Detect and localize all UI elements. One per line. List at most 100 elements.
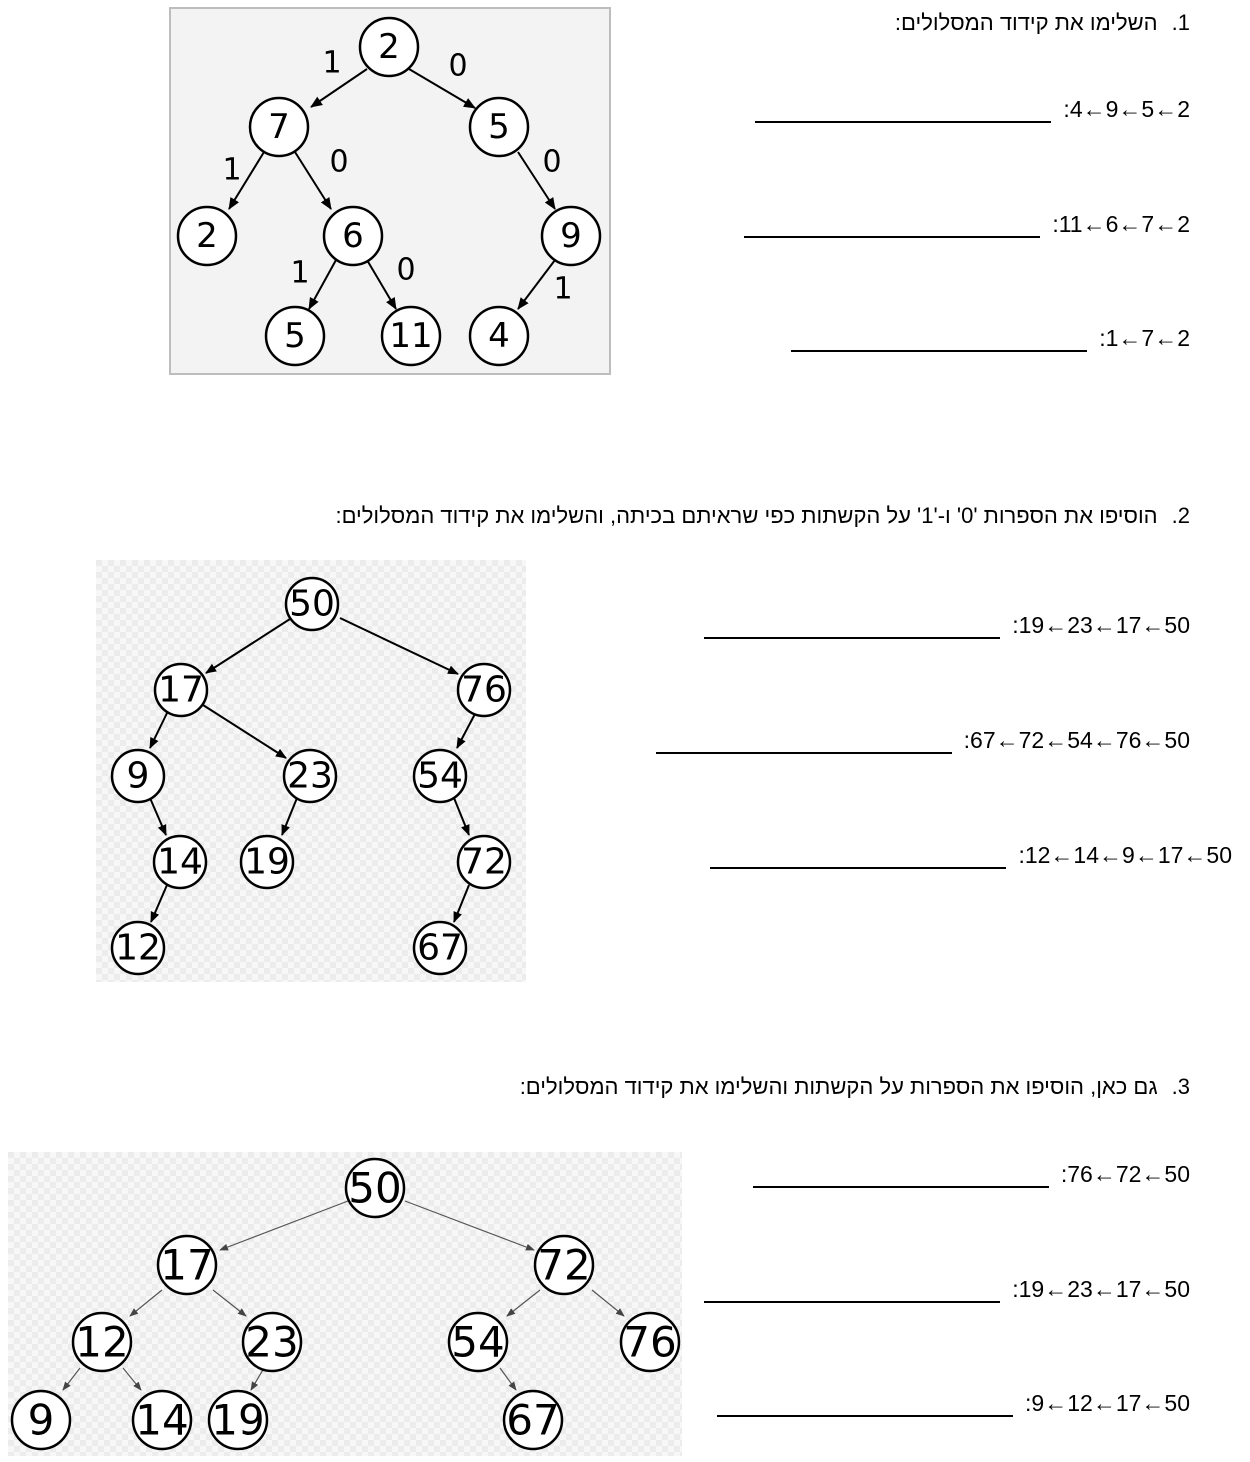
question-2-number: 2.: [1171, 503, 1190, 528]
edge-label: 0: [396, 253, 415, 288]
svg-text:67: 67: [506, 1396, 559, 1445]
svg-text:9: 9: [560, 216, 582, 256]
tree-node: 54: [412, 748, 468, 804]
tree-node: 72: [456, 834, 512, 890]
tree-node: 67: [412, 920, 468, 976]
tree-edge: [517, 259, 556, 310]
svg-text:9: 9: [28, 1396, 55, 1445]
tree-node: 50: [344, 1157, 406, 1219]
edge-label: 0: [448, 49, 467, 84]
tree-edge: [202, 704, 287, 759]
svg-text:14: 14: [135, 1396, 188, 1445]
svg-text:50: 50: [289, 584, 335, 625]
svg-text:4: 4: [488, 316, 510, 356]
tree-node: 12: [71, 1311, 133, 1373]
tree-node: 23: [282, 748, 338, 804]
tree-node: 54: [447, 1311, 509, 1373]
question-3-text: גם כאן, הוסיפו את הספרות על הקשתות והשלי…: [519, 1074, 1158, 1099]
tree-node: 76: [456, 662, 512, 718]
tree-node: 14: [152, 834, 208, 890]
edge-label: 1: [222, 153, 241, 188]
tree-node: 5: [264, 305, 326, 367]
tree-node: 67: [502, 1389, 564, 1451]
svg-text:6: 6: [342, 216, 364, 256]
tree-node: 9: [540, 205, 602, 267]
tree-edge: [149, 710, 169, 749]
q2-answer-blank-1[interactable]: [704, 615, 1001, 639]
q3-answer-blank-2[interactable]: [704, 1279, 1001, 1303]
tree-node: 76: [619, 1311, 681, 1373]
question-1-text: השלימו את קידוד המסלולים:: [894, 10, 1158, 35]
svg-text:14: 14: [157, 842, 203, 883]
q1-path-label: 2←7←1:: [1099, 325, 1190, 351]
q1-path-row: 2←7←6←11:: [744, 211, 1190, 238]
q3-tree-diagram: 50 17 72 12 23 54 76 9 14 19 67: [8, 1152, 682, 1456]
svg-text:23: 23: [245, 1318, 298, 1367]
svg-text:9: 9: [127, 756, 150, 797]
tree-node: 2: [176, 205, 238, 267]
tree-edge: [506, 1289, 541, 1317]
question-1-title: 1. השלימו את קידוד המסלולים:: [895, 10, 1190, 36]
tree-edge: [122, 1367, 142, 1391]
tree-edge: [294, 151, 332, 210]
svg-text:19: 19: [211, 1396, 264, 1445]
tree-edge: [62, 1367, 81, 1391]
tree-node: 14: [131, 1389, 193, 1451]
svg-text:17: 17: [158, 670, 204, 711]
svg-text:72: 72: [461, 842, 507, 883]
edge-label: 0: [329, 145, 348, 180]
tree-node: 72: [533, 1234, 595, 1296]
q2-path-label: 50←17←9←14←12:: [1018, 842, 1232, 868]
tree-edge: [453, 797, 470, 836]
q1-answer-blank-2[interactable]: [744, 214, 1041, 238]
q3-path-row: 50←17←12←9:: [717, 1390, 1190, 1417]
q1-answer-blank-3[interactable]: [791, 328, 1088, 352]
svg-text:76: 76: [461, 670, 507, 711]
svg-text:23: 23: [287, 756, 333, 797]
tree-edge: [408, 68, 476, 109]
tree-node: 4: [468, 305, 530, 367]
q2-path-row: 50←17←9←14←12:: [710, 842, 1232, 869]
svg-text:17: 17: [160, 1241, 213, 1290]
svg-text:2: 2: [196, 216, 218, 256]
svg-text:5: 5: [488, 107, 510, 147]
question-1-number: 1.: [1171, 10, 1190, 35]
question-3-title: 3. גם כאן, הוסיפו את הספרות על הקשתות והש…: [520, 1074, 1190, 1100]
q3-path-label: 50←72←76:: [1060, 1161, 1190, 1187]
q1-answer-blank-1[interactable]: [755, 99, 1052, 123]
tree-edge: [250, 1367, 265, 1391]
tree-edge: [212, 1289, 247, 1317]
tree-edge: [404, 1200, 535, 1251]
q2-answer-blank-3[interactable]: [710, 845, 1007, 869]
tree-node: 19: [207, 1389, 269, 1451]
tree-edge: [366, 259, 397, 310]
q2-path-row: 50←76←54←72←67:: [655, 727, 1190, 754]
q1-tree-diagram: 1 0 1 0 0 1 0 1 2 7 5 2 6 9 5 11 4: [169, 7, 611, 375]
svg-text:54: 54: [451, 1318, 504, 1367]
tree-edge: [150, 884, 168, 923]
svg-text:12: 12: [115, 928, 161, 969]
svg-text:19: 19: [244, 842, 290, 883]
q1-path-row: 2←5←9←4:: [755, 96, 1190, 123]
tree-edge: [591, 1289, 625, 1317]
edge-label: 0: [542, 145, 561, 180]
svg-text:67: 67: [417, 928, 463, 969]
question-3-number: 3.: [1171, 1074, 1190, 1099]
tree-node: 9: [10, 1389, 72, 1451]
tree-edge: [453, 884, 470, 923]
edge-label: 1: [290, 256, 309, 291]
q3-answer-blank-1[interactable]: [752, 1164, 1049, 1188]
tree-edge: [129, 1289, 163, 1317]
tree-node: 17: [156, 1234, 218, 1296]
tree-edge: [219, 1200, 349, 1251]
tree-node: 7: [248, 96, 310, 158]
q3-path-row: 50←17←23←19:: [704, 1276, 1190, 1303]
svg-text:11: 11: [389, 316, 432, 356]
question-2-title: 2.הוסיפו את הספרות '0' ו-'1' על הקשתות כ…: [335, 503, 1190, 529]
q3-answer-blank-3[interactable]: [717, 1393, 1014, 1417]
svg-text:72: 72: [537, 1241, 590, 1290]
q3-path-label: 50←17←23←19:: [1012, 1276, 1190, 1302]
q3-path-row: 50←72←76:: [752, 1161, 1190, 1188]
tree-edge: [228, 151, 265, 210]
q2-answer-blank-2[interactable]: [655, 730, 952, 754]
